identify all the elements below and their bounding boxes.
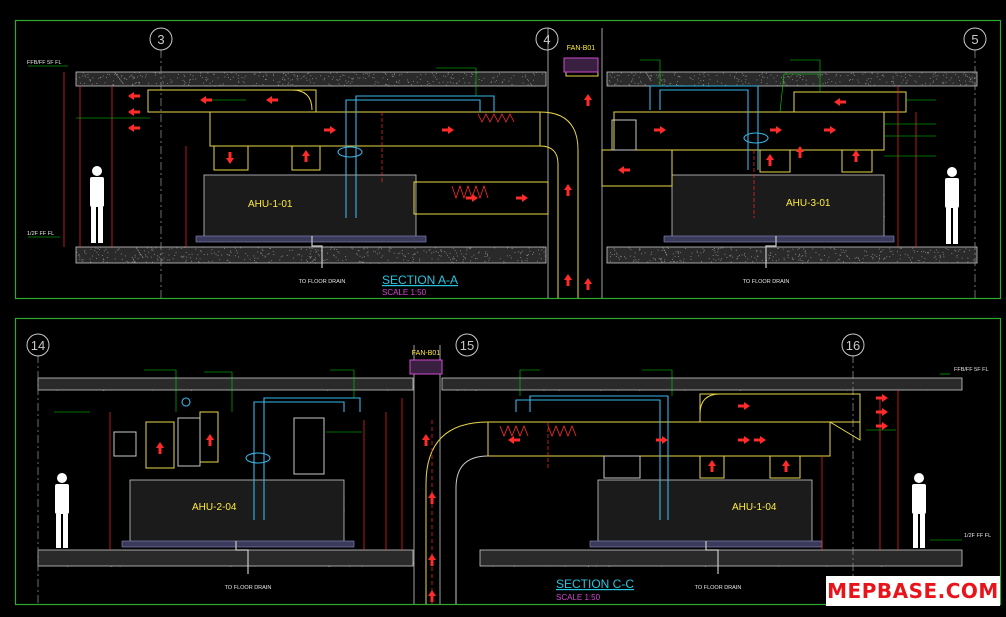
- flow-arrow: [656, 436, 668, 444]
- ahu-unit-body: [204, 175, 416, 237]
- human-scale-figure: [912, 473, 926, 548]
- drain-label: TO FLOOR DRAIN: [299, 279, 346, 285]
- flow-arrow: [428, 590, 436, 602]
- ahu-unit-base: [196, 236, 426, 242]
- flow-arrow: [324, 126, 336, 134]
- grid-bubble-label: 3: [157, 32, 164, 47]
- floor-level-label: 1/2F FF FL: [964, 533, 991, 539]
- flow-arrow: [738, 436, 750, 444]
- section-scale: SCALE 1:50: [556, 593, 601, 602]
- panel-c-grid-bubbles: 14 15 16: [27, 334, 864, 356]
- flow-arrow: [428, 492, 436, 504]
- human-scale-figure: [945, 167, 959, 244]
- grid-bubble-label: 15: [460, 338, 474, 353]
- drain-label: TO FLOOR DRAIN: [695, 585, 742, 591]
- flow-arrow: [766, 154, 774, 166]
- flow-arrow: [770, 126, 782, 134]
- ahu-unit-body: [598, 480, 812, 542]
- ahu-unit-base: [122, 541, 354, 547]
- grid-bubble-label: 14: [31, 338, 45, 353]
- grid-bubble-label: 5: [971, 32, 978, 47]
- flow-arrow: [584, 278, 592, 290]
- flow-arrow: [128, 124, 140, 132]
- floor-level-label: FFB/FF 5F FL: [27, 60, 62, 66]
- section-scale: SCALE 1:50: [382, 288, 427, 297]
- flow-arrow: [876, 422, 888, 430]
- drain-label: TO FLOOR DRAIN: [743, 279, 790, 285]
- panel-c-ahu-units: AHU-2-04 AHU-1-04: [122, 480, 822, 547]
- panel-a-ahu-units: AHU-1-01 AHU-3-01: [196, 175, 894, 242]
- flow-arrow: [852, 150, 860, 162]
- watermark-logo: MEPBASE.COM: [826, 576, 1000, 606]
- section-title: SECTION C-C: [556, 577, 634, 591]
- flow-arrow: [564, 184, 572, 196]
- flow-arrow: [824, 126, 836, 134]
- panel-a-fan-tag: FAN-B01: [564, 45, 598, 72]
- section-title: SECTION A-A: [382, 273, 458, 287]
- flow-arrow: [754, 436, 766, 444]
- panel-c-fan-tag: FAN-B01: [410, 350, 442, 374]
- floor-level-label: 1/2F FF FL: [27, 231, 54, 237]
- flow-arrow: [708, 460, 716, 472]
- flow-arrow: [128, 92, 140, 100]
- flow-arrow: [156, 442, 164, 454]
- flow-arrow: [618, 166, 630, 174]
- ahu-unit-body: [672, 175, 884, 237]
- flow-arrow: [302, 150, 310, 162]
- ahu-unit-label: AHU-1-01: [248, 199, 293, 210]
- flow-arrow: [738, 402, 750, 410]
- flow-arrow: [654, 126, 666, 134]
- ahu-unit-label: AHU-1-04: [732, 502, 777, 513]
- fan-tag-label: FAN-B01: [412, 350, 441, 357]
- flow-arrow: [516, 194, 528, 202]
- grid-bubble-label: 4: [543, 32, 550, 47]
- flow-arrow: [442, 126, 454, 134]
- flow-arrow: [200, 96, 212, 104]
- flow-arrow: [834, 98, 846, 106]
- drain-label: TO FLOOR DRAIN: [225, 585, 272, 591]
- ahu-unit-label: AHU-2-04: [192, 502, 237, 513]
- flow-arrow: [584, 94, 592, 106]
- flow-arrow: [796, 146, 804, 158]
- flow-arrow: [128, 108, 140, 116]
- flow-arrow: [422, 434, 430, 446]
- floor-level-label: FFB/FF 5F FL: [954, 367, 989, 373]
- flow-arrow: [206, 434, 214, 446]
- flow-arrow: [876, 408, 888, 416]
- human-scale-figure: [90, 166, 104, 243]
- human-scale-figure: [55, 473, 69, 548]
- panel-c-structure: [38, 345, 962, 604]
- flow-arrow: [782, 460, 790, 472]
- flow-arrow: [428, 554, 436, 566]
- grid-bubble-label: 16: [846, 338, 860, 353]
- flow-arrow: [226, 152, 234, 164]
- flow-arrow: [266, 96, 278, 104]
- ahu-unit-base: [664, 236, 894, 242]
- ahu-unit-label: AHU-3-01: [786, 198, 831, 209]
- ahu-unit-body: [130, 480, 344, 542]
- flow-arrow: [508, 436, 520, 444]
- flow-arrow: [876, 394, 888, 402]
- flow-arrow: [564, 274, 572, 286]
- fan-tag-label: FAN-B01: [567, 45, 596, 52]
